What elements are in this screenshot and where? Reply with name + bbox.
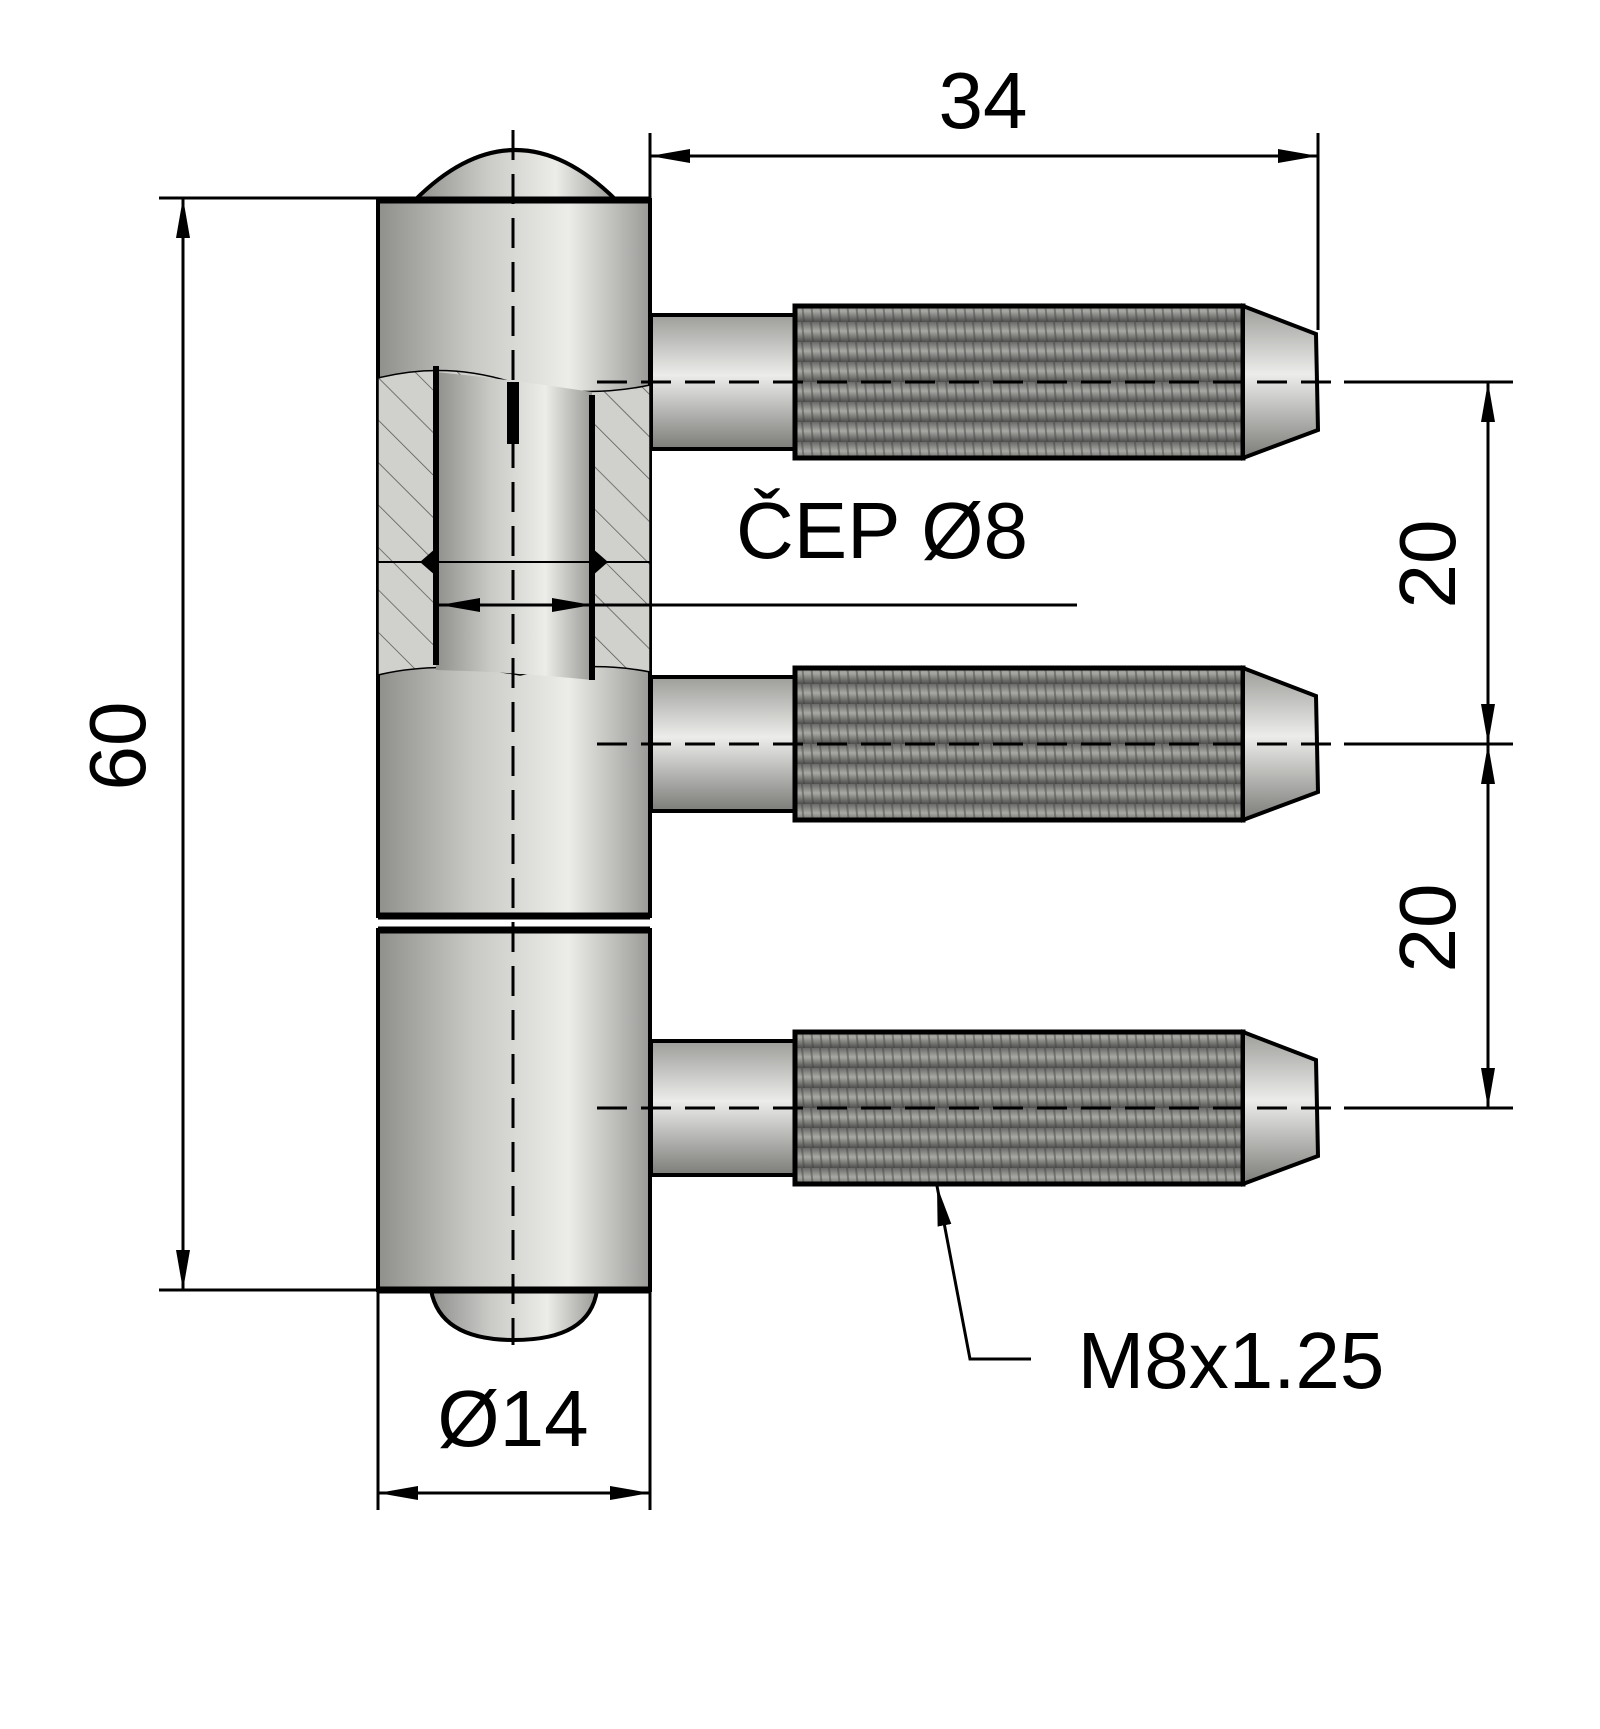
dimension-diameter-14: Ø14 xyxy=(376,1290,652,1510)
dimension-width-34: 34 xyxy=(648,56,1320,330)
thread-callout: M8x1.25 xyxy=(935,1185,1385,1405)
dimension-20-top-label: 20 xyxy=(1383,520,1472,609)
dimension-60-label: 60 xyxy=(73,702,162,791)
pin-diameter-label: ČEP Ø8 xyxy=(736,486,1028,575)
dimension-height-60: 60 xyxy=(73,196,378,1292)
thread-spec-label: M8x1.25 xyxy=(1078,1316,1385,1405)
dimension-pin-diameter: ČEP Ø8 xyxy=(436,486,1077,612)
dimension-pitch: 20 20 xyxy=(1344,380,1513,1110)
center-lines xyxy=(511,130,1338,1345)
dimension-34-label: 34 xyxy=(939,56,1028,145)
dimension-diameter-14-label: Ø14 xyxy=(437,1374,588,1463)
dimension-20-bottom-label: 20 xyxy=(1383,884,1472,973)
top-dome-cap xyxy=(410,148,621,202)
